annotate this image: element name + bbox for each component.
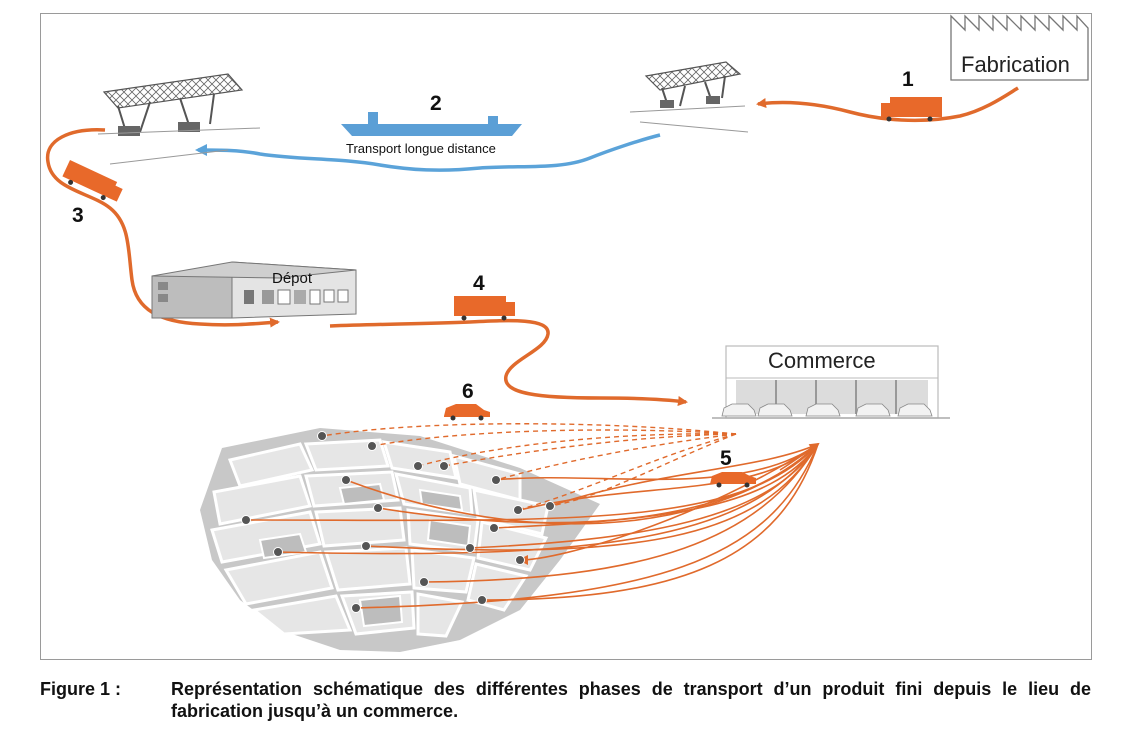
route-port-to-depot: [45, 128, 280, 328]
car-icon-step5: [710, 472, 756, 488]
step-2-number: 2: [430, 92, 442, 115]
car-icon-step6: [444, 404, 490, 421]
port-crane-icon-right: [629, 61, 749, 133]
city-points: [241, 431, 555, 613]
factory-building-icon: [950, 14, 1089, 81]
transport-longue-distance-label: Transport longue distance: [346, 141, 496, 156]
depot-label: Dépot: [272, 270, 313, 287]
commerce-label: Commerce: [768, 348, 876, 373]
dashed-routes: [321, 423, 737, 511]
factory: Fabrication: [950, 14, 1089, 81]
commerce-building: [712, 345, 950, 419]
step-5-number: 5: [720, 447, 732, 470]
caption-label: Figure 1 :: [40, 679, 122, 699]
step-1-number: 1: [902, 68, 914, 91]
step-6-number: 6: [462, 380, 474, 403]
truck-icon-step3: [62, 160, 123, 202]
step-4-number: 4: [473, 272, 485, 295]
port-crane-icon-left: [97, 73, 261, 165]
depot-building: [151, 261, 357, 319]
sea-route: [195, 133, 661, 172]
truck-icon-step4: [454, 296, 515, 321]
truck-icon-step1: [881, 97, 942, 122]
step-3-number: 3: [72, 204, 84, 227]
delivery-routes: [245, 443, 819, 609]
route-factory-to-port: [756, 86, 1019, 123]
caption-text: Représentation schématique des différent…: [171, 679, 1091, 721]
route-depot-to-commerce: [329, 318, 688, 406]
ship-icon: [341, 112, 522, 136]
arrow-to-commerce: [779, 442, 820, 471]
city-map: [200, 428, 600, 652]
fabrication-label: Fabrication: [961, 52, 1070, 77]
